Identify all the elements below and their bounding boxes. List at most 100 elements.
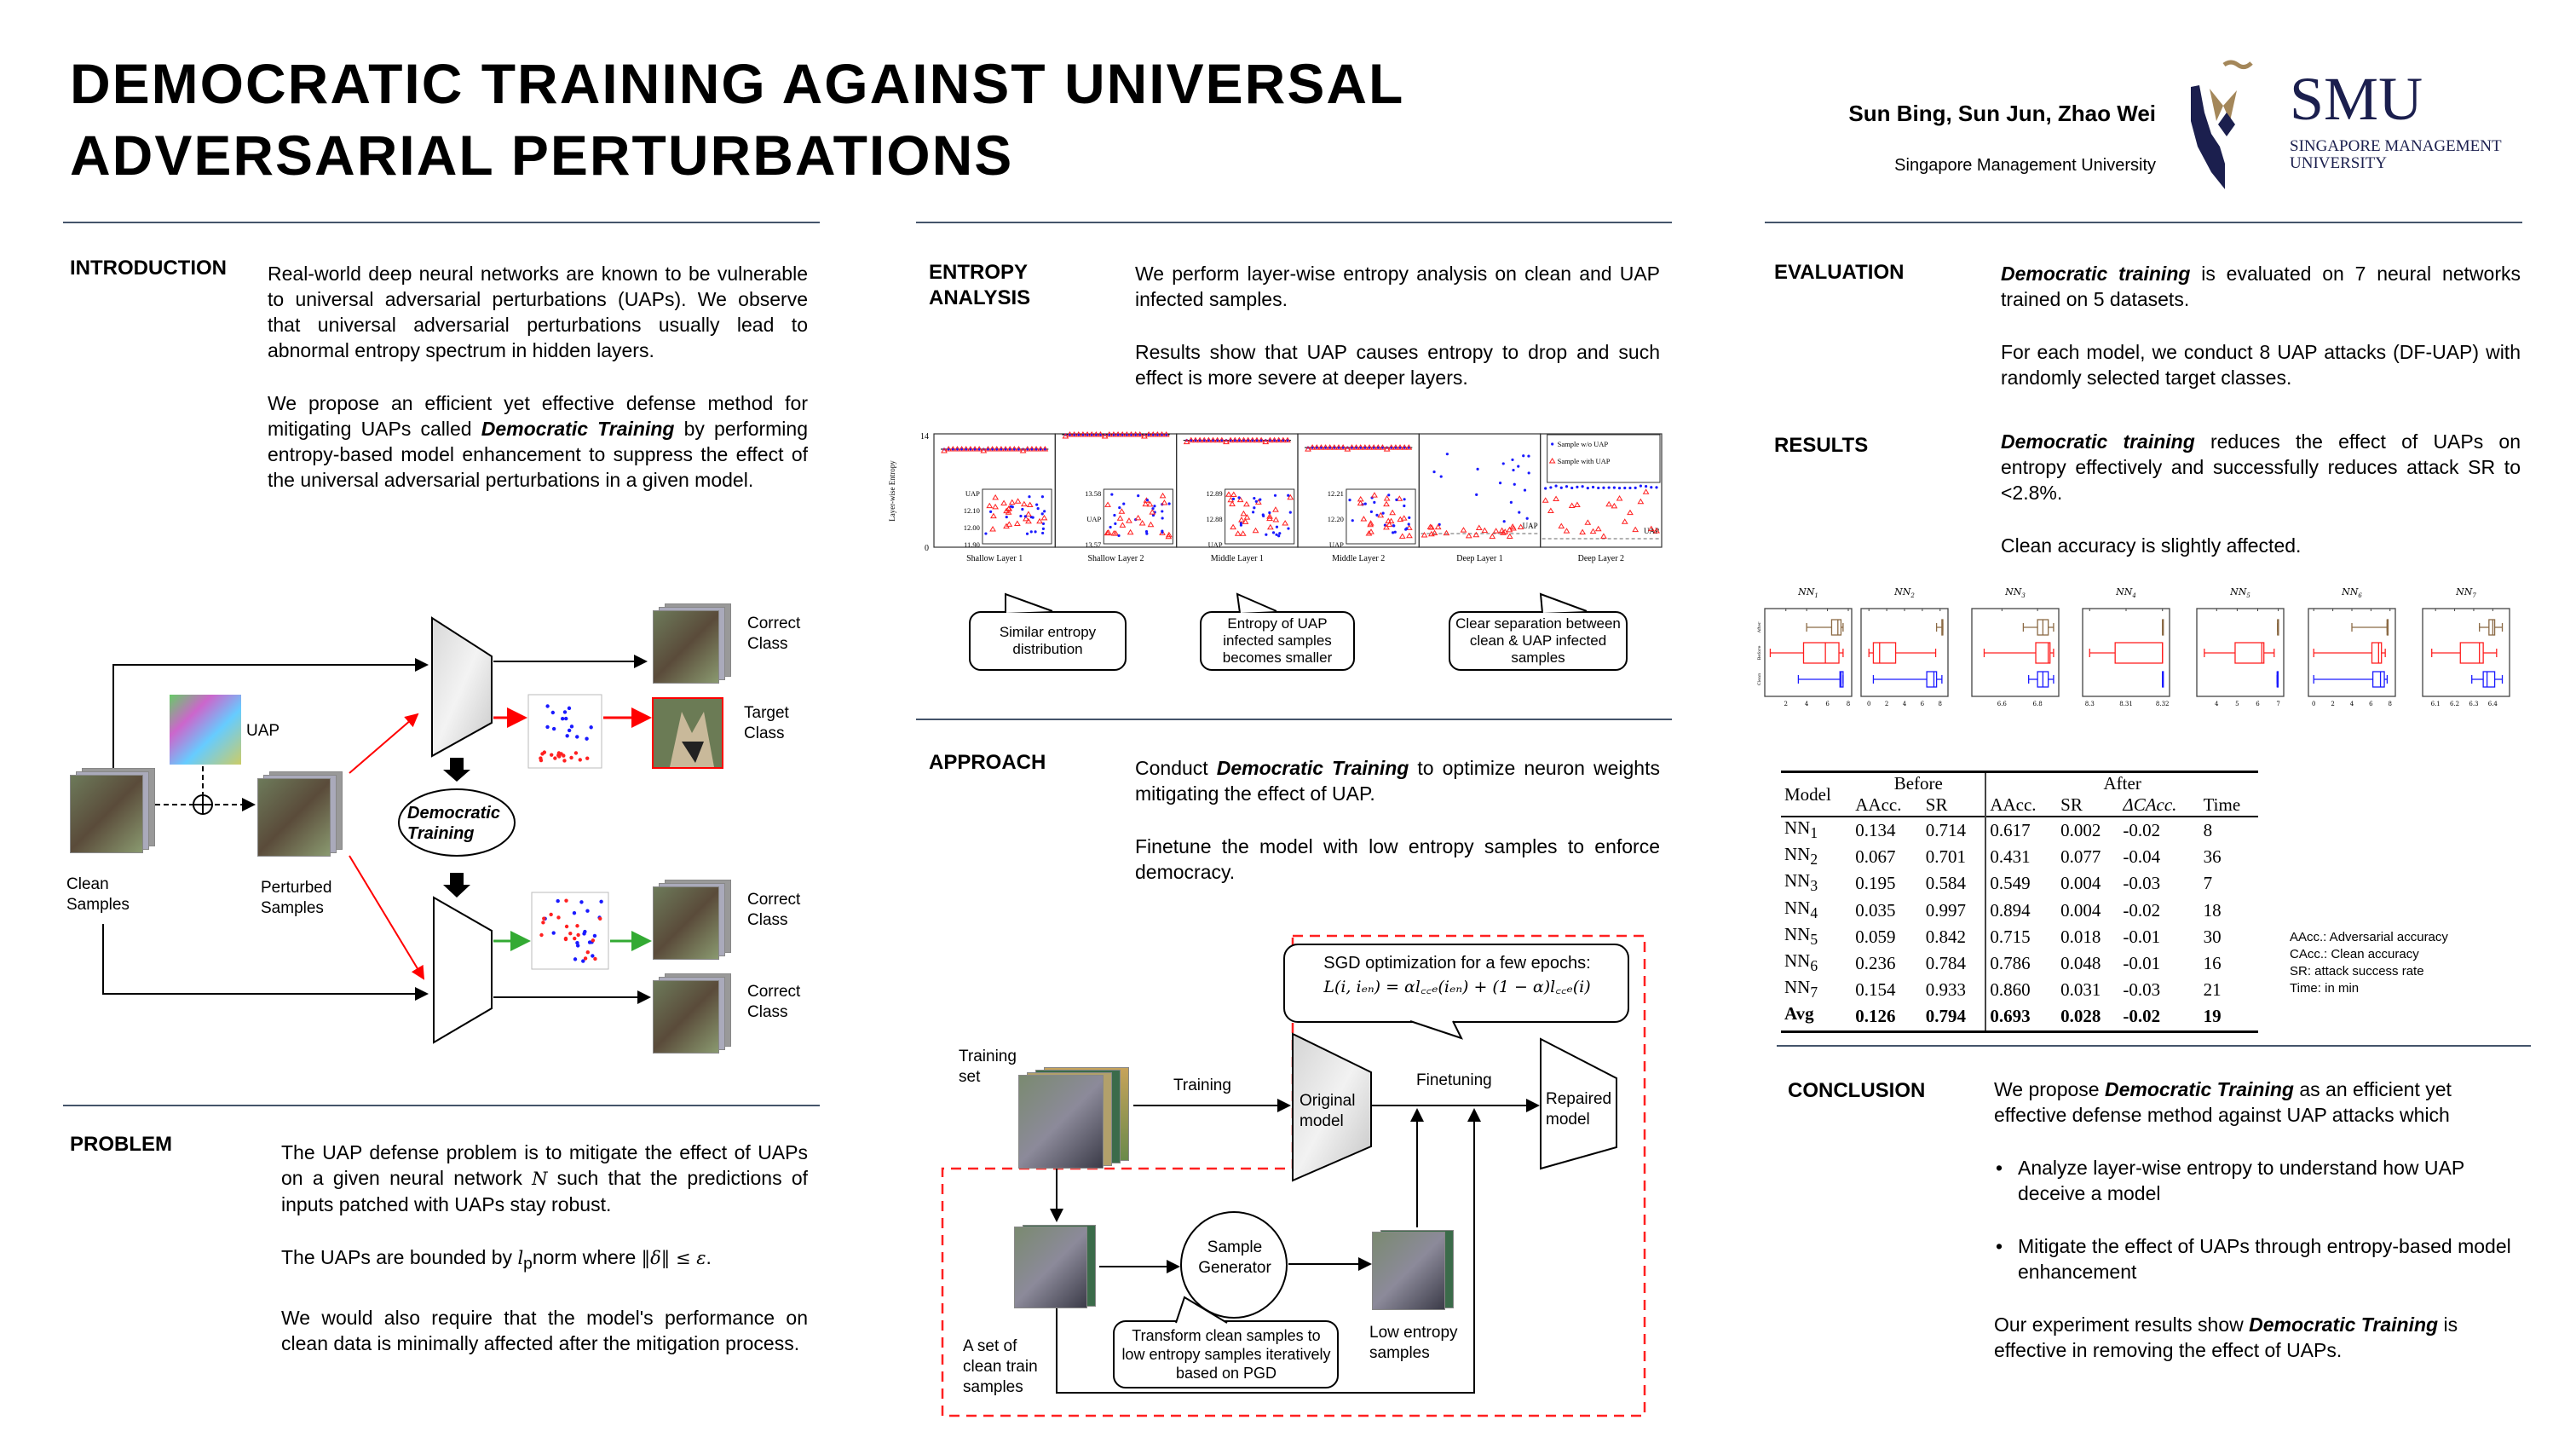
clean-sample-point [1311,446,1314,449]
text-segment: We propose an efficient yet effective de… [268,392,808,440]
clean-sample-point [1151,513,1155,517]
uap-sample-point [1165,531,1173,538]
x-tick-label: 8 [1847,701,1850,707]
clean-sample-point [553,756,557,760]
section-heading-results: RESULTS [1774,434,1869,457]
clean-sample-point [1073,433,1076,436]
uap-sample-point [1029,446,1035,452]
clean-sample-point [585,909,590,913]
clean-sample-point [1041,527,1045,530]
emphasis-text: Democratic training [2001,263,2191,285]
clean-sample-point [1237,496,1241,499]
target-class-label: Target Class [744,704,789,742]
uap-sample-point [1305,446,1311,452]
uap-sample-point [1632,526,1640,533]
clean-sample-point [1287,494,1290,497]
emphasis-text: Democratic Training [2249,1313,2439,1336]
clean-sample-point [1581,485,1584,488]
uap-sample-point [1383,523,1390,530]
clean-sample-point [542,750,547,754]
uap-sample-point [1553,495,1559,501]
text-segment: ‖δ‖ ≤ ε [641,1248,706,1268]
uap-sample-point [1104,529,1111,536]
uap-sample-point [984,446,992,452]
x-tick-label: 6.2 [2450,701,2459,707]
emphasis-text: Democratic training [2001,430,2195,453]
clean-sample-point [1253,496,1256,500]
box-after [2351,619,2389,636]
row-label: After [1757,621,1762,633]
uap-sample-point [1357,499,1364,506]
uap-sample-point [1275,436,1282,443]
approach-text: Conduct Democratic Training to optimize … [1135,755,1660,912]
clean-sample-point [1275,533,1278,536]
x-tick-label: 2 [1885,701,1888,707]
paragraph: We propose an efficient yet effective de… [268,390,808,493]
table-cell: -0.03 [2123,873,2161,894]
uap-sample-point [1105,430,1113,437]
uap-sample-point [1326,444,1334,450]
uap-sample-point [962,446,970,452]
uap-sample-point [1406,532,1413,539]
table-cell: 0.236 [1855,953,1896,974]
clean-sample-point [1034,447,1038,451]
x-tick-label: 4 [2215,701,2219,707]
row-label: Clean [1757,673,1762,685]
inset-tick-label: 12.88 [1206,515,1222,523]
clean-sample-point [1288,511,1292,514]
divider [63,1105,820,1106]
approach-diagram-arrows [941,934,1646,1417]
emphasis-text: Democratic Training [481,418,675,440]
clean-sample-point [1265,533,1268,536]
uap-sample-point [1134,514,1142,521]
clean-sample-point [540,752,545,756]
legend-item: SR: attack success rate [2290,964,2424,979]
clean-sample-point [545,724,550,730]
uap-sample-point [1271,436,1278,443]
uap-sample-point [1605,500,1613,507]
clean-sample-point [1138,433,1142,436]
table-cell: 0.028 [2060,1006,2101,1027]
box-clean [1797,671,1844,688]
row-label: Before [1757,646,1762,661]
x-tick-label: 6 [1921,701,1925,707]
panel-title: NN1 [1797,586,1818,599]
col-header-sr: SR [1925,794,1948,815]
repaired-model-shape [1540,1037,1617,1170]
uap-sample-point [1236,496,1244,503]
model-index: 1 [1810,824,1818,842]
clean-sample-point [1161,517,1164,520]
clean-sample-point [575,944,580,948]
uap-sample-point [1104,529,1112,535]
uap-sample-point [1165,533,1173,540]
uap-sample-point [1015,446,1023,452]
table-cell: 0.617 [1985,817,2058,845]
clean-sample-point [969,447,972,451]
inset-tick-label: 11.90 [964,540,980,549]
paragraph: Our experiment results show Democratic T… [1994,1312,2522,1363]
heading-line: ENTROPY [929,261,1029,284]
uap-sample-point [1209,436,1217,443]
clean-sample-point [1408,516,1411,519]
uap-sample-point [1472,531,1480,538]
clean-sample-point [1517,465,1520,468]
uap-sample-point [1481,527,1489,534]
uap-sample-point [1062,432,1069,439]
uap-sample-point [1242,500,1250,507]
clean-sample-point [1167,502,1171,505]
box [1830,619,1842,636]
model-index: 2 [1810,851,1818,869]
legend-item: Time: in min [2290,981,2360,996]
clean-sample-point [1355,446,1358,449]
panel-title-sub: 3 [2021,592,2026,599]
panel-label: Middle Layer 1 [1211,554,1264,563]
legend-item: CAcc.: Clean accuracy [2290,947,2419,961]
col-header-sr-after: SR [2060,794,2083,815]
clean-sample-point [1108,433,1111,436]
uap-sample-point [1621,518,1628,524]
uap-sample-point [1377,511,1385,518]
